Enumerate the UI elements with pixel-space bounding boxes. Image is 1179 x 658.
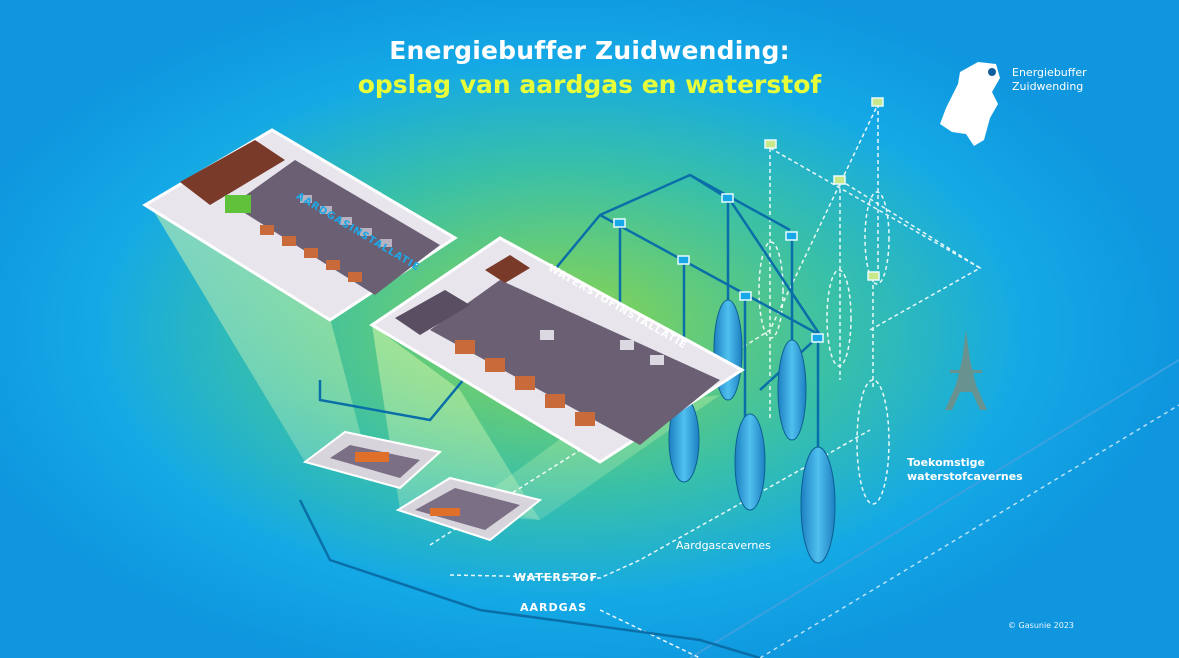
diagram-subtitle: opslag van aardgas en waterstof [357,70,822,99]
future-caverns-line-1: Toekomstige [907,456,986,469]
future-caverns-line-2: waterstofcavernes [907,470,1023,483]
site-hydrogen-plant [395,476,543,542]
gas-installation-panel [142,128,458,322]
hydrogen-installation-panel [369,236,745,464]
gas-pipeline-label: AARDGAS [520,601,588,614]
eiffel-tower-icon [945,330,987,410]
hydrogen-pipeline-label: WATERSTOF [514,571,599,584]
site-gas-plant [302,430,443,490]
map-label-line-2: Zuidwending [1012,80,1084,93]
diagram-title: Energiebuffer Zuidwending: [389,36,790,65]
hydrogen-pipeline [429,99,982,658]
ground-lines [689,359,1179,658]
future-hydrogen-caverns-label: Toekomstige waterstofcavernes [907,456,1023,484]
gas-caverns-label: Aardgascavernes [676,539,771,552]
netherlands-map-icon [940,62,1000,146]
wellheads [613,97,884,343]
map-location-label: Energiebuffer Zuidwending [1012,66,1087,94]
copyright-notice: © Gasunie 2023 [1008,621,1074,630]
gas-caverns [668,299,836,564]
map-label-line-1: Energiebuffer [1012,66,1087,79]
